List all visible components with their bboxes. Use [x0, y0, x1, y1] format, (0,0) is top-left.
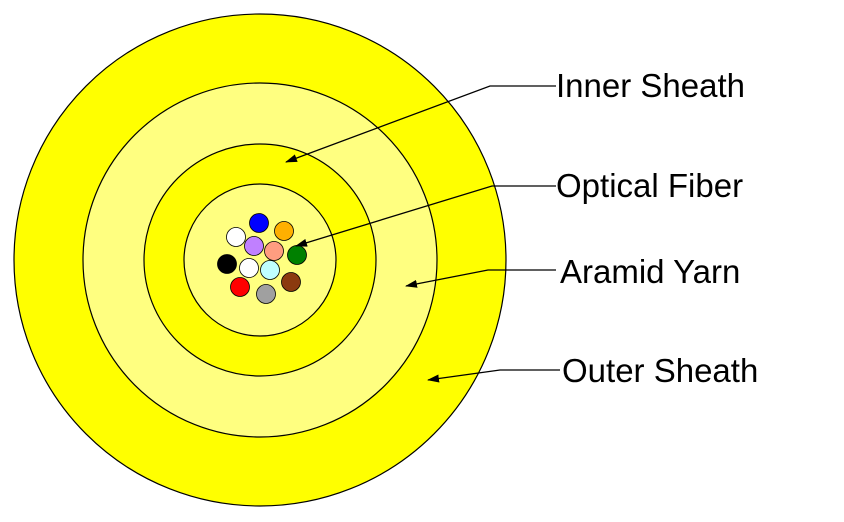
optical-fiber-leader-line — [295, 185, 556, 247]
fiber-orange — [274, 221, 294, 241]
inner-sheath-label: Inner Sheath — [556, 67, 745, 104]
aramid-yarn-leader-line — [405, 269, 556, 288]
fiber-salmon — [264, 241, 284, 261]
fiber-white — [226, 227, 246, 247]
outer-sheath-label: Outer Sheath — [562, 352, 758, 389]
fiber-blue — [249, 213, 269, 233]
fiber-red — [230, 277, 250, 297]
fiber-brown — [281, 272, 301, 292]
fiber-white-2 — [239, 258, 259, 278]
outer-sheath-leader-line — [427, 369, 560, 383]
fiber-gray — [256, 284, 276, 304]
fiber-core-area — [183, 183, 337, 337]
fiber-black — [217, 254, 237, 274]
fiber-aqua — [260, 260, 280, 280]
fiber-green — [287, 245, 307, 265]
optical-fiber-label: Optical Fiber — [556, 167, 743, 204]
fiber-violet — [244, 236, 264, 256]
inner-sheath-leader-line — [285, 85, 556, 163]
optical-fiber-bundle — [217, 213, 307, 304]
aramid-yarn-label: Aramid Yarn — [560, 253, 740, 290]
